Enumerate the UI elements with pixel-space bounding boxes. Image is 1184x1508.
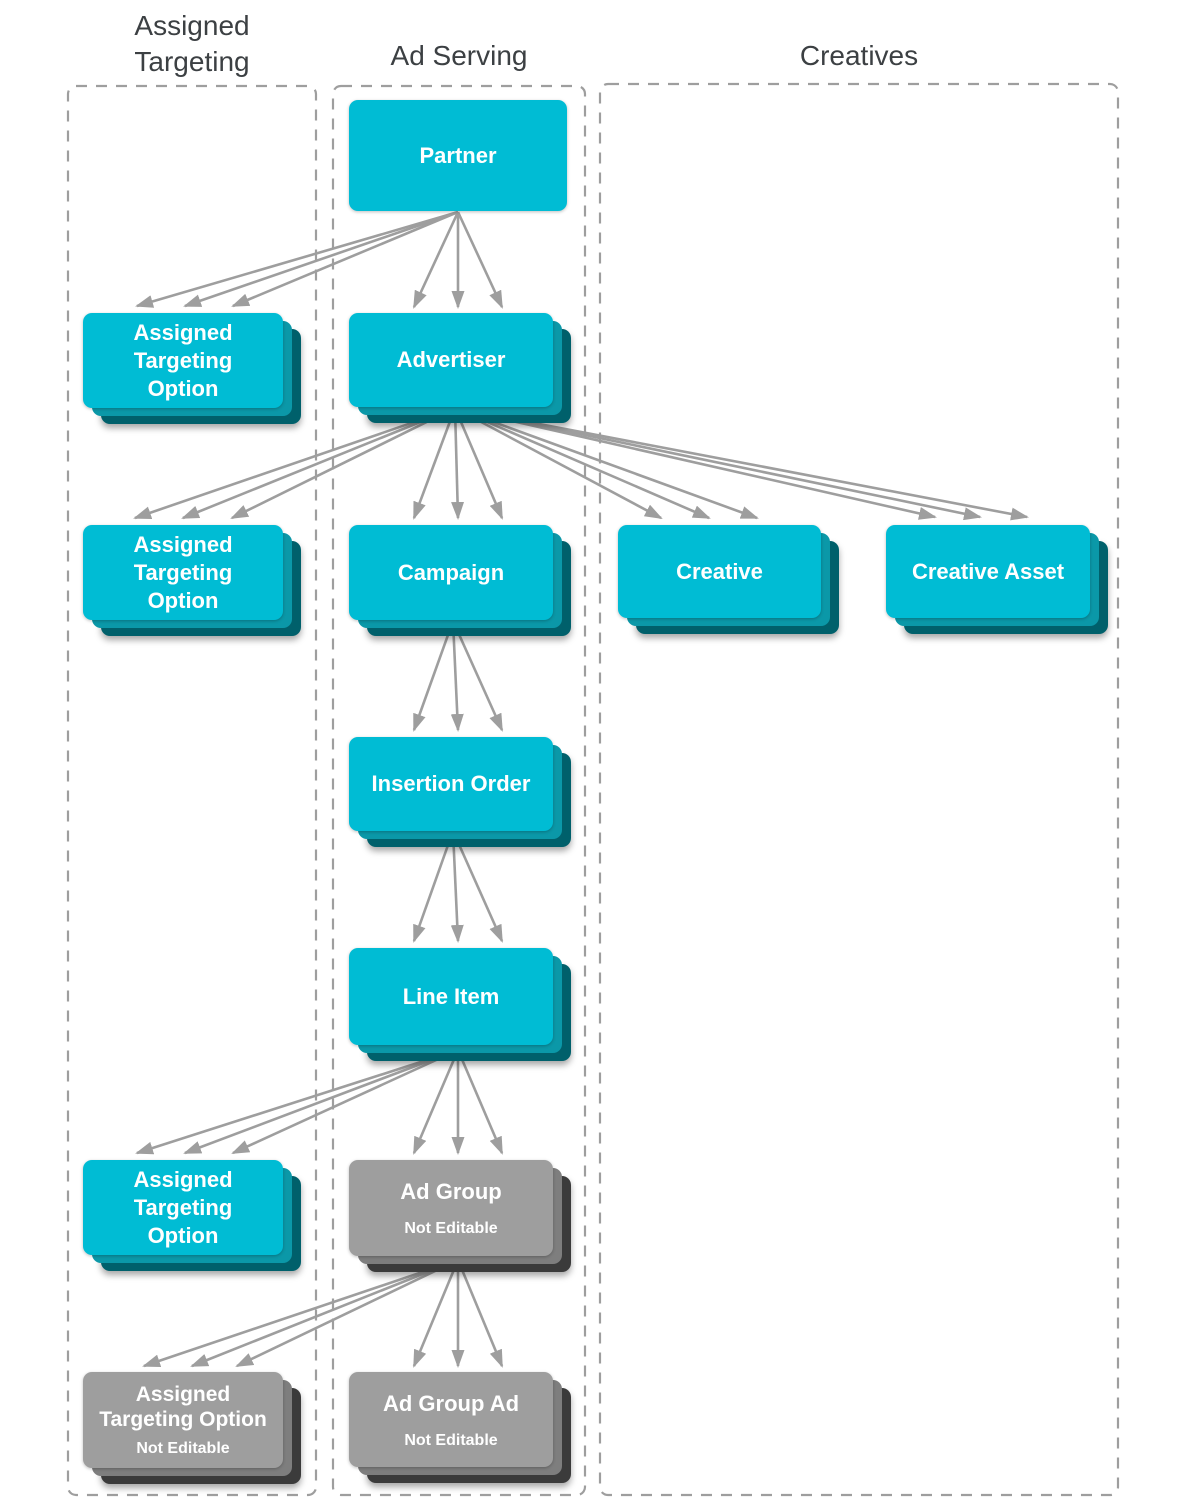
edge-arrow (231, 210, 459, 308)
node-assigned-targeting-option-advertiser-label: Assigned Targeting Option (133, 531, 233, 613)
edge-arrow (412, 211, 460, 309)
edge-arrow (412, 620, 455, 732)
edge-arrow (231, 1048, 459, 1155)
node-ad-group-ad: Ad Group Ad Not Editable (349, 1372, 571, 1483)
node-assigned-targeting-option-line-item: Assigned Targeting Option (83, 1160, 301, 1271)
node-assigned-targeting-option-advertiser: Assigned Targeting Option (83, 525, 301, 636)
node-assigned-targeting-option-line-item-label: Assigned Targeting Option (133, 1166, 233, 1248)
node-ad-group-ad-label: Ad Group Ad (382, 1390, 520, 1416)
edge-arrow (412, 1049, 460, 1155)
node-partner: Partner (349, 100, 567, 211)
node-creative-asset: Creative Asset (886, 525, 1108, 634)
edge-arrow (190, 1258, 459, 1368)
node-campaign-face: Campaign (349, 525, 553, 620)
edge-arrow (451, 407, 465, 520)
node-advertiser: Advertiser (349, 313, 571, 423)
node-assigned-targeting-option-partner-label: Assigned Targeting Option (133, 319, 233, 401)
edge-ad-group-to-assigned-targeting-option (142, 1258, 459, 1368)
node-ad-group: Ad Group Not Editable (349, 1160, 571, 1272)
node-insertion-order-face: Insertion Order (349, 737, 553, 831)
node-ad-group-status: Not Editable (404, 1220, 498, 1237)
edge-arrow (451, 620, 504, 732)
column-title-assigned-targeting: Assigned Targeting (134, 10, 250, 77)
edge-advertiser-to-creative (454, 406, 759, 520)
node-creative-label: Creative (676, 558, 763, 584)
edge-partner-to-assigned-targeting-option (135, 210, 459, 308)
edge-advertiser-to-assigned-targeting-option (133, 406, 456, 520)
edge-arrow (451, 830, 504, 943)
edge-arrow (135, 1048, 459, 1155)
node-assigned-targeting-option-partner-face: Assigned Targeting Option (83, 313, 283, 408)
node-ad-group-ad-status: Not Editable (404, 1431, 498, 1449)
node-ad-group-label: Ad Group (400, 1179, 502, 1204)
edge-arrow (456, 1259, 504, 1368)
column-title-ad-serving: Ad Serving (390, 40, 528, 71)
edge-arrow (133, 406, 456, 520)
node-creative-face: Creative (618, 525, 821, 618)
edge-ad-group-to-ad-group-ad (412, 1259, 504, 1368)
node-ad-group-ad-face: Ad Group Ad Not Editable (349, 1372, 553, 1467)
edge-arrow (454, 406, 937, 520)
node-insertion-order-label: Insertion Order (371, 771, 531, 796)
node-assigned-targeting-option-ad-group-status: Not Editable (136, 1440, 230, 1457)
node-assigned-targeting-option-ad-group-label: Assigned Targeting Option (99, 1383, 267, 1431)
node-partner-label: Partner (419, 142, 497, 168)
edge-arrow (454, 406, 1029, 521)
node-creative-asset-label: Creative Asset (911, 558, 1065, 584)
ad-serving-column-border (331, 84, 587, 1497)
node-line-item-label: Line Item (402, 983, 500, 1009)
node-advertiser-face: Advertiser (349, 313, 553, 407)
edge-arrow (454, 406, 663, 520)
edge-arrow (230, 406, 456, 520)
edge-advertiser-to-campaign (412, 407, 504, 520)
edge-arrow (454, 406, 711, 520)
edge-insertion-order-to-line-item (412, 830, 504, 943)
node-insertion-order: Insertion Order (349, 737, 571, 847)
node-advertiser-label: Advertiser (396, 347, 506, 372)
edge-arrow (412, 407, 457, 520)
edge-arrow (142, 1258, 459, 1368)
edge-arrow (183, 210, 459, 308)
assigned-targeting-column-border (66, 84, 318, 1497)
edge-arrow (456, 211, 504, 309)
edge-arrow (453, 407, 504, 520)
edge-arrow (235, 1258, 459, 1368)
edge-arrow (450, 620, 464, 732)
edge-campaign-to-insertion-order (412, 620, 504, 732)
column-borders (66, 82, 1120, 1497)
creatives-column-border (598, 82, 1120, 1497)
edge-arrow (456, 1049, 504, 1155)
edge-arrow (450, 830, 464, 943)
edge-advertiser-to-creative-asset (454, 406, 1029, 521)
node-campaign-label: Campaign (397, 559, 505, 585)
edge-arrow (412, 830, 455, 943)
node-assigned-targeting-option-partner: Assigned Targeting Option (83, 313, 301, 424)
node-campaign: Campaign (349, 525, 571, 636)
node-assigned-targeting-option-advertiser-face: Assigned Targeting Option (83, 525, 283, 620)
column-title-creatives: Creatives (799, 40, 919, 71)
edge-arrow (181, 406, 456, 520)
node-assigned-targeting-option-line-item-face: Assigned Targeting Option (83, 1160, 283, 1255)
node-line-item: Line Item (349, 948, 571, 1061)
node-partner-face: Partner (349, 100, 567, 211)
node-line-item-face: Line Item (349, 948, 553, 1045)
node-creative-asset-face: Creative Asset (886, 525, 1090, 618)
edge-line-item-to-assigned-targeting-option (135, 1048, 459, 1155)
edge-line-item-to-ad-group (412, 1049, 504, 1155)
edge-arrow (135, 210, 459, 308)
edge-arrow (454, 406, 982, 521)
edge-arrow (454, 406, 759, 520)
node-creative: Creative (618, 525, 839, 634)
node-assigned-targeting-option-ad-group: Assigned Targeting Option Not Editable (83, 1372, 301, 1484)
edge-arrow (412, 1259, 460, 1368)
node-ad-group-face: Ad Group Not Editable (349, 1160, 553, 1256)
edge-partner-to-advertiser (412, 211, 504, 309)
edge-arrow (183, 1048, 459, 1155)
node-assigned-targeting-option-ad-group-face: Assigned Targeting Option Not Editable (83, 1372, 283, 1468)
edges-layer (133, 210, 1029, 1368)
